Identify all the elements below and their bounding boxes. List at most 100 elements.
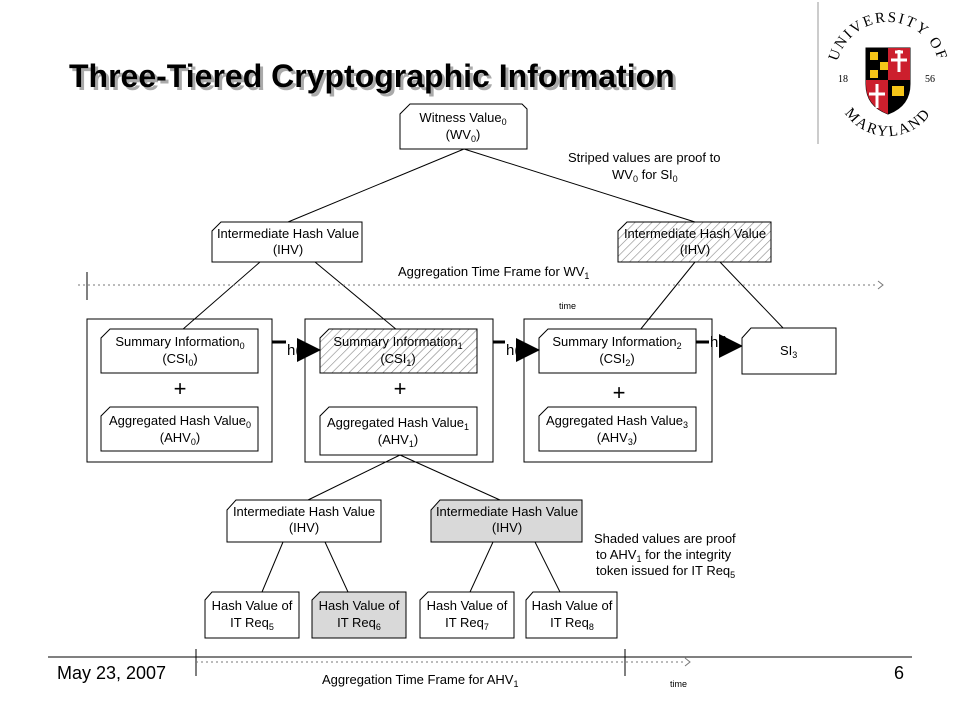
ihv-upper-right-line2: (IHV) bbox=[680, 242, 710, 257]
summary-1-end: ) bbox=[411, 351, 415, 366]
timeline-wv-label: Aggregation Time Frame for WV bbox=[398, 264, 585, 279]
aggregated-1-sub1: 1 bbox=[464, 422, 469, 432]
summary-info-1-striped: Summary Information1 (CSI1) bbox=[319, 328, 478, 374]
aggregated-2-sub2: 3 bbox=[628, 437, 633, 447]
svg-text:(AHV1): (AHV1) bbox=[378, 432, 418, 449]
timeline-wv: Aggregation Time Frame for WV1 time bbox=[78, 264, 884, 311]
svg-text:WV0 for SI0: WV0 for SI0 bbox=[612, 167, 678, 184]
timeline-ahv-time: time bbox=[670, 679, 687, 689]
shaded-note-line2-end: for the integrity bbox=[641, 547, 731, 562]
aggregated-hash-0: Aggregated Hash Value0 (AHV0) bbox=[100, 406, 259, 452]
aggregated-hash-1: Aggregated Hash Value1 (AHV1) bbox=[319, 406, 478, 456]
ihv-lower-right-shaded: Intermediate Hash Value (IHV) bbox=[430, 499, 583, 543]
ihv-lower-right-line1: Intermediate Hash Value bbox=[436, 504, 578, 519]
witness-abbr: (WV bbox=[446, 127, 472, 142]
si3-sub: 3 bbox=[792, 350, 797, 360]
svg-text:to AHV1 for the integrity: to AHV1 for the integrity bbox=[596, 547, 732, 564]
svg-text:(AHV3): (AHV3) bbox=[597, 430, 637, 447]
logo-year-right: 56 bbox=[925, 74, 935, 85]
ihv-upper-right-striped: Intermediate Hash Value (IHV) bbox=[617, 221, 772, 263]
summary-2-sub2: 2 bbox=[625, 358, 630, 368]
svg-text:Aggregation Time Frame for AHV: Aggregation Time Frame for AHV1 bbox=[322, 672, 519, 689]
leaf-8-sub: 8 bbox=[589, 622, 594, 632]
si3-label: SI bbox=[780, 343, 792, 358]
footer-date: May 23, 2007 bbox=[57, 663, 166, 683]
ihv-upper-right-line1: Intermediate Hash Value bbox=[624, 226, 766, 241]
witness-value-node: Witness Value0 (WV0) bbox=[399, 103, 528, 150]
shaded-note: Shaded values are proof to AHV1 for the … bbox=[594, 531, 736, 580]
leaf-8-line2: IT Req bbox=[550, 615, 589, 630]
leaf-5-line2: IT Req bbox=[230, 615, 269, 630]
summary-2-line1: Summary Information bbox=[552, 334, 676, 349]
ihv-upper-left-line2: (IHV) bbox=[273, 242, 303, 257]
striped-note: Striped values are proof to WV0 for SI0 bbox=[568, 150, 720, 184]
hash-arrow-0: h() bbox=[272, 338, 321, 362]
leaf-hash-req-8: Hash Value of IT Req8 bbox=[525, 591, 618, 639]
university-logo: UNIVERSITY OF MARYLAND 18 56 bbox=[817, 2, 948, 144]
svg-text:IT Req8: IT Req8 bbox=[550, 615, 594, 632]
svg-text:Summary Information2: Summary Information2 bbox=[552, 334, 681, 351]
svg-text:Witness Value0: Witness Value0 bbox=[419, 110, 506, 127]
summary-0-sub1: 0 bbox=[240, 341, 245, 351]
hash-fn-label-0: h() bbox=[287, 342, 305, 359]
timeline-ahv: Aggregation Time Frame for AHV1 time bbox=[195, 649, 691, 689]
svg-text:Aggregation Time Frame for WV1: Aggregation Time Frame for WV1 bbox=[398, 264, 589, 281]
timeline-ahv-sub: 1 bbox=[513, 679, 518, 689]
ihv-lower-left-line1: Intermediate Hash Value bbox=[233, 504, 375, 519]
witness-label: Witness Value bbox=[419, 110, 501, 125]
svg-text:Summary Information0: Summary Information0 bbox=[115, 334, 244, 351]
maryland-shield-icon bbox=[865, 47, 911, 115]
svg-text:Aggregated Hash Value0: Aggregated Hash Value0 bbox=[109, 413, 251, 430]
plus-sign-2: + bbox=[613, 380, 626, 405]
aggregated-2-sub1: 3 bbox=[683, 420, 688, 430]
leaf-hash-req-7: Hash Value of IT Req7 bbox=[419, 591, 515, 639]
svg-text:Summary Information1: Summary Information1 bbox=[333, 334, 462, 351]
leaf-hash-req-5: Hash Value of IT Req5 bbox=[204, 591, 300, 639]
shaded-note-ahv-sub: 1 bbox=[636, 554, 641, 564]
svg-text:(CSI2): (CSI2) bbox=[599, 351, 634, 368]
striped-note-wv-sub: 0 bbox=[633, 174, 638, 184]
aggregated-2-line1: Aggregated Hash Value bbox=[546, 413, 683, 428]
ihv-lower-right-line2: (IHV) bbox=[492, 520, 522, 535]
aggregated-0-line1: Aggregated Hash Value bbox=[109, 413, 246, 428]
summary-1-line2: (CSI bbox=[380, 351, 406, 366]
svg-text:(WV0): (WV0) bbox=[446, 127, 481, 144]
period-frame-1 bbox=[304, 318, 494, 463]
leaf-hash-req-6-shaded: Hash Value of IT Req6 bbox=[311, 591, 407, 639]
period-frame-0 bbox=[86, 318, 273, 463]
shaded-note-line3: token issued for IT Req bbox=[596, 563, 730, 578]
striped-note-for: for SI bbox=[638, 167, 673, 182]
hash-fn-label-2: h() bbox=[710, 334, 728, 351]
striped-note-line1: Striped values are proof to bbox=[568, 150, 720, 165]
hash-arrow-1: h() bbox=[493, 338, 540, 362]
svg-text:IT Req5: IT Req5 bbox=[230, 615, 274, 632]
aggregated-hash-3: Aggregated Hash Value3 (AHV3) bbox=[538, 406, 697, 452]
period-frame-2 bbox=[523, 318, 713, 463]
aggregated-1-line2: (AHV bbox=[378, 432, 409, 447]
leaf-6-sub: 6 bbox=[376, 622, 381, 632]
witness-abbr-end: ) bbox=[476, 127, 480, 142]
leaf-8-line1: Hash Value of bbox=[532, 598, 613, 613]
logo-year-left: 18 bbox=[838, 74, 848, 85]
svg-text:(CSI1): (CSI1) bbox=[380, 351, 415, 368]
aggregated-0-line2: (AHV bbox=[160, 430, 191, 445]
striped-note-si-sub: 0 bbox=[673, 174, 678, 184]
summary-1-sub2: 1 bbox=[406, 358, 411, 368]
aggregated-0-end: ) bbox=[196, 430, 200, 445]
aggregated-1-end: ) bbox=[414, 432, 418, 447]
hash-arrow-2: h() bbox=[696, 334, 743, 358]
leaf-5-line1: Hash Value of bbox=[212, 598, 293, 613]
summary-2-end: ) bbox=[630, 351, 634, 366]
ihv-lower-left: Intermediate Hash Value (IHV) bbox=[226, 499, 382, 543]
ihv-lower-left-line2: (IHV) bbox=[289, 520, 319, 535]
slide-title: Three-Tiered Cryptographic Information bbox=[69, 58, 675, 94]
aggregated-1-line1: Aggregated Hash Value bbox=[327, 415, 464, 430]
svg-text:IT Req6: IT Req6 bbox=[337, 615, 381, 632]
svg-text:SI3: SI3 bbox=[780, 343, 797, 360]
leaf-7-line1: Hash Value of bbox=[427, 598, 508, 613]
shaded-note-line1: Shaded values are proof bbox=[594, 531, 736, 546]
svg-text:IT Req7: IT Req7 bbox=[445, 615, 489, 632]
svg-text:Aggregated Hash Value1: Aggregated Hash Value1 bbox=[327, 415, 469, 432]
summary-2-line2: (CSI bbox=[599, 351, 625, 366]
